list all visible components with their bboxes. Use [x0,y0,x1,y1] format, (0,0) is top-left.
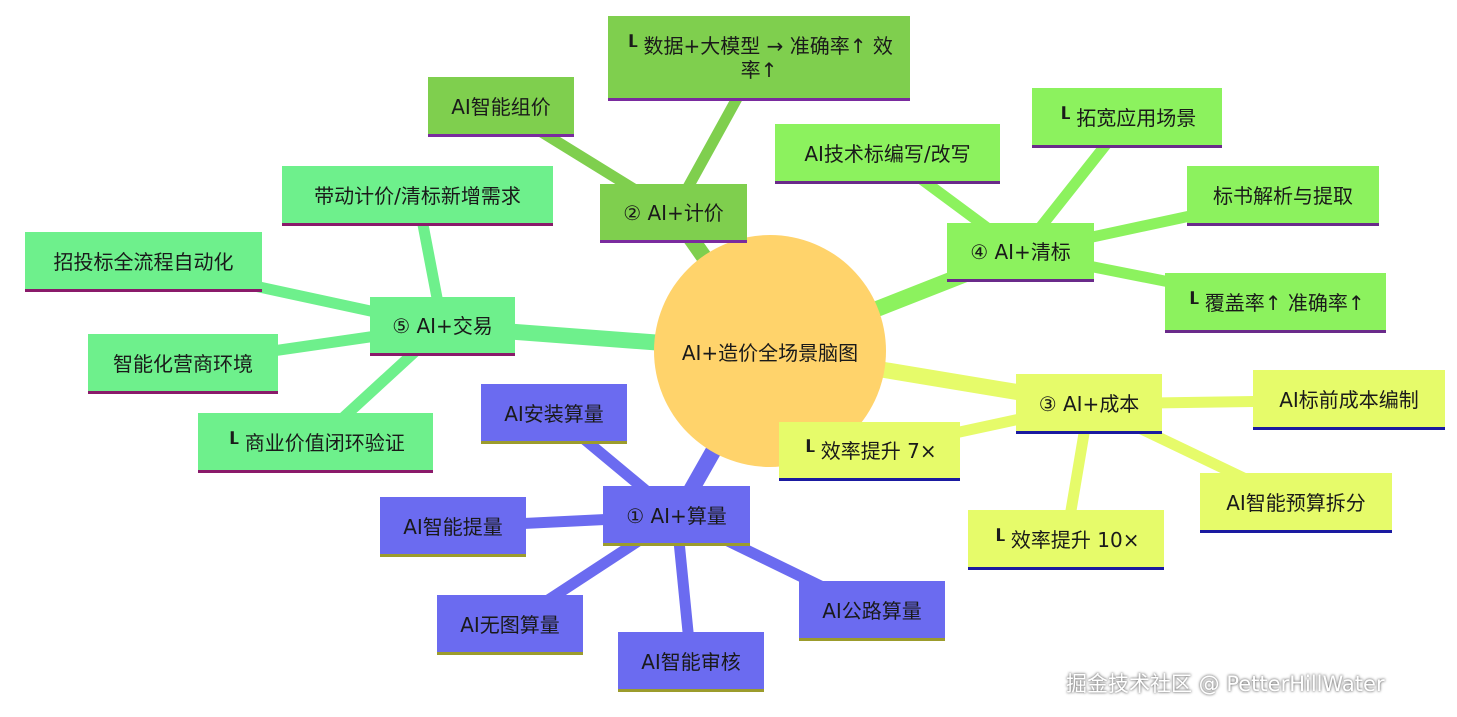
branch-5-child-4[interactable]: ┖ 商业价值闭环验证 [198,413,433,473]
branch-4-child-1[interactable]: AI技术标编写/改写 [775,124,1000,184]
branch-1-child-2[interactable]: AI智能提量 [380,497,526,557]
branch-4-node[interactable]: ④ AI+清标 [947,223,1094,282]
branch-2-child-1[interactable]: AI智能组价 [428,77,574,137]
branch-5-child-2[interactable]: 招投标全流程自动化 [25,232,262,292]
branch-1-child-1[interactable]: AI安装算量 [481,384,627,444]
branch-4-child-2[interactable]: ┖ 拓宽应用场景 [1032,88,1222,148]
branch-3-child-3[interactable]: AI智能预算拆分 [1200,473,1392,533]
branch-5-child-3[interactable]: 智能化营商环境 [88,334,278,394]
branch-1-child-5[interactable]: AI公路算量 [799,581,945,641]
branch-1-child-4[interactable]: AI智能审核 [618,632,764,692]
watermark: 掘金技术社区 @ PetterHillWater [1066,672,1385,696]
branch-3-child-2[interactable]: ┖ 效率提升 7× [779,422,960,481]
branch-5-node[interactable]: ⑤ AI+交易 [370,297,515,356]
branch-1-child-3[interactable]: AI无图算量 [437,595,583,655]
branch-3-child-1[interactable]: AI标前成本编制 [1253,370,1445,430]
branch-4-child-3[interactable]: 标书解析与提取 [1187,166,1379,226]
branch-2-node[interactable]: ② AI+计价 [600,184,747,243]
branch-5-child-1[interactable]: 带动计价/清标新增需求 [282,166,553,226]
branch-2-child-2[interactable]: ┖ 数据+大模型 → 准确率↑ 效率↑ [608,16,910,101]
branch-3-node[interactable]: ③ AI+成本 [1016,374,1162,434]
branch-1-node[interactable]: ① AI+算量 [603,486,750,546]
branch-4-child-4[interactable]: ┖ 覆盖率↑ 准确率↑ [1165,273,1386,333]
branch-3-child-4[interactable]: ┖ 效率提升 10× [968,510,1164,570]
